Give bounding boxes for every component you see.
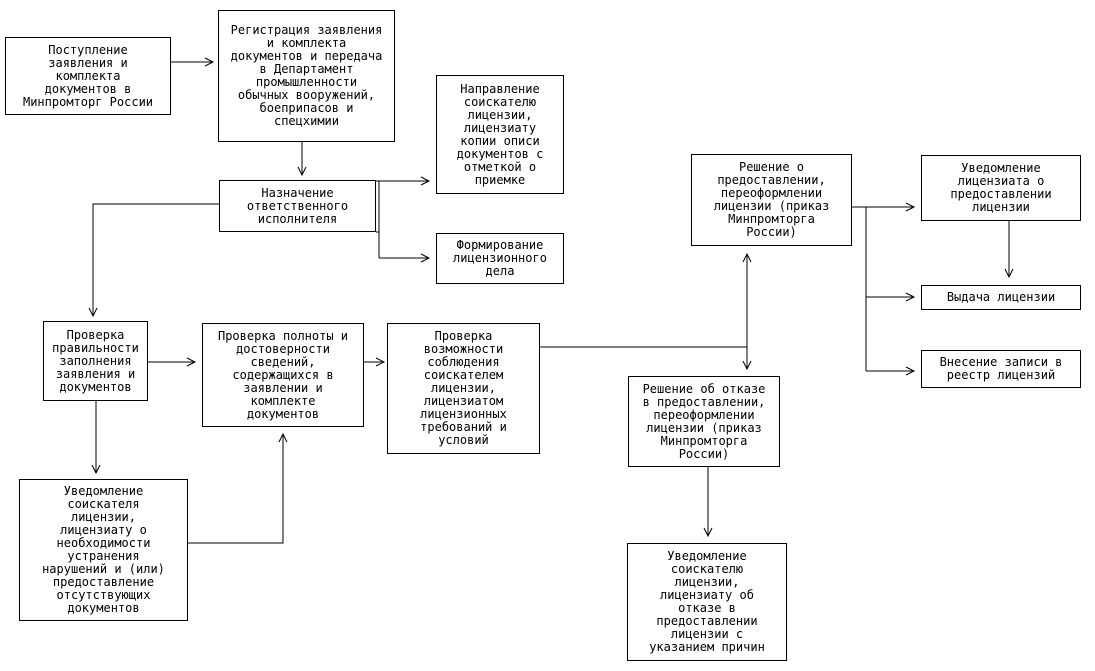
flow-box-notify-grant: Уведомление лицензиата о предоставлении … (921, 155, 1081, 221)
flow-box-decision-grant: Решение о предоставлении, переоформлении… (691, 154, 852, 246)
flow-box-registry-entry: Внесение записи в реестр лицензий (921, 350, 1081, 388)
flow-box-issue-license: Выдача лицензии (921, 285, 1081, 310)
flow-box-notify-violations: Уведомление соискателя лицензии, лицензи… (19, 479, 188, 621)
flow-box-decision-refuse: Решение об отказе в предоставлении, пере… (628, 376, 780, 467)
flow-box-form-license-file: Формирование лицензионного дела (436, 233, 564, 284)
connector-notify-violations-to-completeness (188, 432, 288, 544)
connector-assign-branch-vertical (376, 181, 380, 258)
flow-box-notify-refusal: Уведомление соискателю лицензии, лицензи… (627, 543, 787, 661)
flow-box-registration-transfer: Регистрация заявления и комплекта докуме… (218, 10, 395, 142)
flow-box-send-inventory-copy: Направление соискателю лицензии, лицензи… (436, 75, 564, 194)
flow-box-check-completeness: Проверка полноты и достоверности сведени… (202, 323, 364, 427)
flow-box-application-received: Поступление заявления и комплекта докуме… (5, 37, 171, 115)
flow-box-check-correctness: Проверка правильности заполнения заявлен… (43, 321, 148, 401)
connector-grant-trunk (852, 206, 867, 371)
flow-box-check-compliance: Проверка возможности соблюдения соискате… (387, 323, 540, 454)
flow-box-assign-executor: Назначение ответственного исполнителя (219, 180, 376, 232)
connector-assign-to-check-correctness (88, 203, 219, 318)
